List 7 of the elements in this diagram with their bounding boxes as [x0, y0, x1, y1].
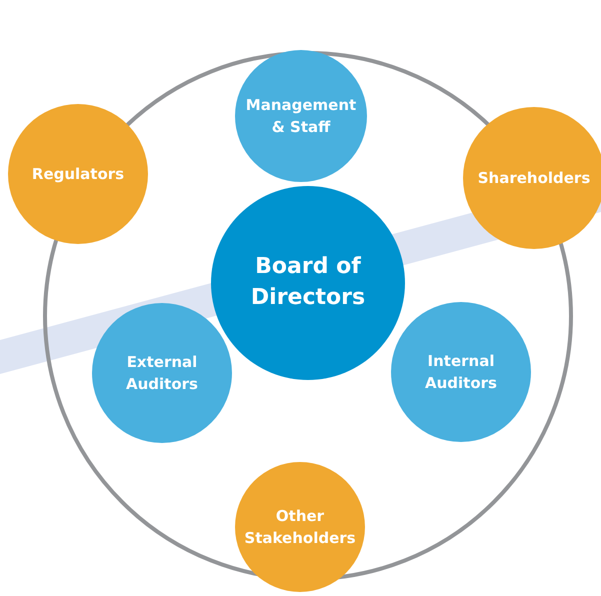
circle-label: Board of Directors: [250, 253, 366, 312]
circle-label: Internal Auditors: [424, 350, 498, 394]
circle-label: Other Stakeholders: [243, 506, 357, 549]
circle-label: External Auditors: [125, 352, 199, 395]
circle-label: Management & Staff: [244, 94, 358, 138]
circle-label: Regulators: [30, 164, 126, 185]
circle-label: Shareholders: [476, 168, 592, 189]
